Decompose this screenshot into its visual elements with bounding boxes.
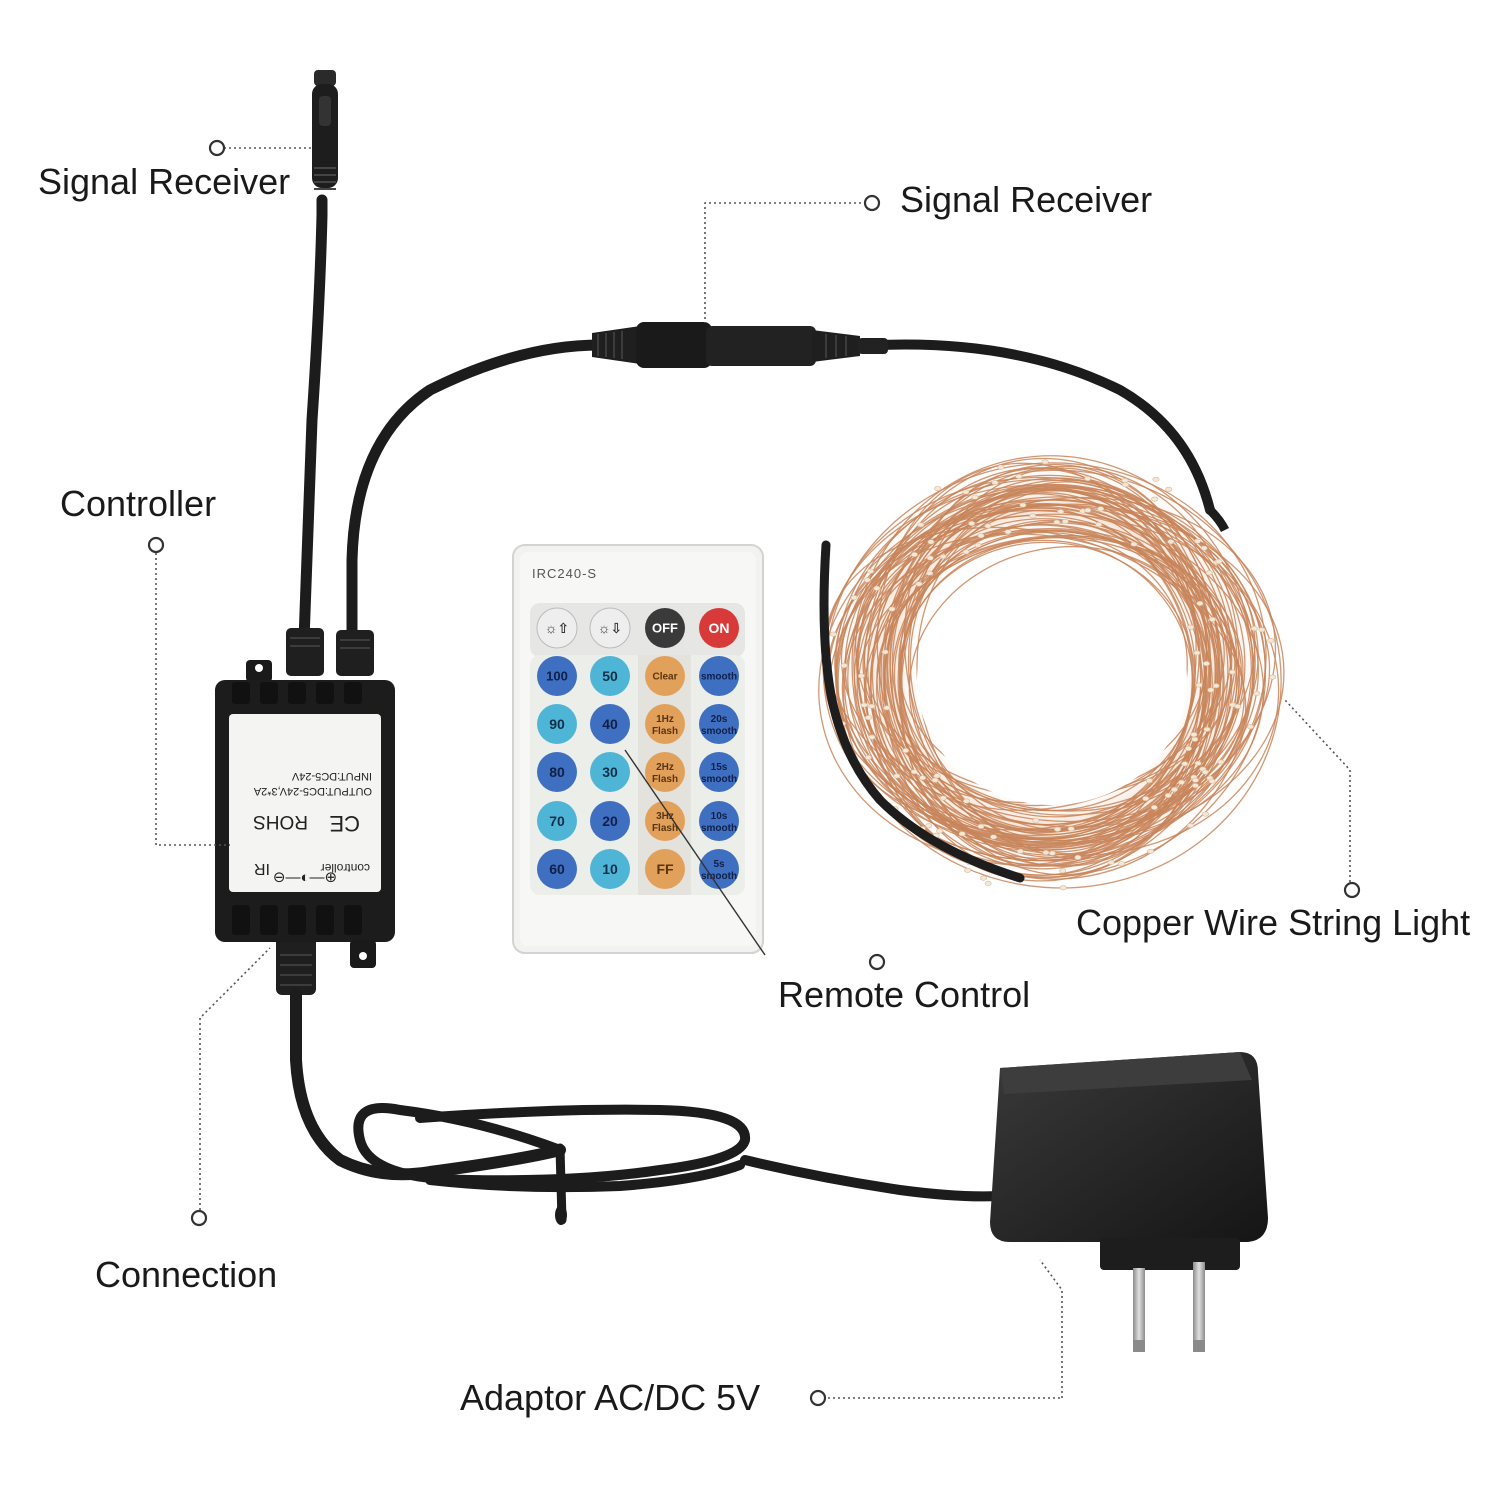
remote-button[interactable] <box>645 849 685 889</box>
remote-button-label: 70 <box>549 813 565 829</box>
remote-button-label: ON <box>709 620 730 636</box>
remote-button-label: 2Hz <box>656 762 674 773</box>
remote-button[interactable] <box>537 849 577 889</box>
label-signal-receiver-left: Signal Receiver <box>38 161 291 202</box>
remote-button-label: smooth <box>701 726 737 737</box>
controller-brand-text: controller <box>321 861 370 875</box>
remote-button[interactable] <box>537 704 577 744</box>
remote-button-label: 100 <box>546 669 568 684</box>
copper-wire-coil <box>818 443 1285 893</box>
remote-button-label: smooth <box>701 672 737 683</box>
cable-ir-receiver <box>298 70 338 646</box>
remote-button-label: Flash <box>652 726 678 737</box>
remote-button[interactable] <box>537 801 577 841</box>
remote-model-text: IRC240-S <box>532 566 597 581</box>
remote-button[interactable] <box>645 704 685 744</box>
remote-button-label: smooth <box>701 871 737 882</box>
remote-button-label: 80 <box>549 764 565 780</box>
label-adaptor: Adaptor AC/DC 5V <box>460 1377 761 1418</box>
remote-button-label: 3Hz <box>656 811 674 822</box>
remote-button-label: 40 <box>602 716 618 732</box>
remote-button-label: 15s <box>711 762 728 773</box>
remote-button[interactable] <box>590 849 630 889</box>
remote-button-label: 50 <box>602 668 618 684</box>
controller-box: controller IR ROHS CE OUTPUT:DC5-24V,3*2… <box>215 628 395 968</box>
callout-dots <box>147 139 1361 1407</box>
remote-button[interactable] <box>699 801 739 841</box>
controller-output-spec: OUTPUT:DC5-24V,3*2A <box>253 785 372 797</box>
remote-button-label: smooth <box>701 774 737 785</box>
remote-button[interactable] <box>589 607 631 649</box>
remote-callout-line <box>624 749 766 956</box>
remote-button-label: ☼⇧ <box>545 620 570 636</box>
remote-control: IRC240-S ☼⇧ ☼⇩ OFF ON 100 50 Clear smooth 90 40 1H… <box>512 544 764 954</box>
controller-input-spec: INPUT:DC5-24V <box>291 770 372 782</box>
remote-button[interactable] <box>590 704 630 744</box>
label-remote-control: Remote Control <box>778 974 1031 1015</box>
remote-button[interactable] <box>590 656 630 696</box>
remote-button-label: OFF <box>652 621 678 636</box>
remote-button-label: 90 <box>549 716 565 732</box>
remote-button-label: 20 <box>602 813 618 829</box>
label-signal-receiver-right: Signal Receiver <box>900 179 1153 220</box>
leader-lines <box>155 147 1351 1399</box>
remote-button[interactable] <box>537 752 577 792</box>
controller-cert-text: ROHS <box>253 811 308 832</box>
remote-button[interactable] <box>699 752 739 792</box>
remote-button[interactable] <box>699 608 739 648</box>
cable-power <box>276 935 1005 1225</box>
label-copper-wire-string-light: Copper Wire String Light <box>1076 902 1471 943</box>
polarity-symbol-icon: ⊖—◐—⊕ <box>273 869 337 886</box>
controller-label-text: controller IR ROHS CE OUTPUT:DC5-24V,3*2… <box>253 770 372 877</box>
controller-type-text: IR <box>254 860 270 877</box>
remote-button[interactable] <box>590 752 630 792</box>
ce-mark-icon: CE <box>329 811 360 836</box>
remote-button-label: smooth <box>701 823 737 834</box>
remote-button[interactable] <box>645 656 685 696</box>
remote-button[interactable] <box>699 704 739 744</box>
remote-button-label: 60 <box>549 861 565 877</box>
remote-button[interactable] <box>645 801 685 841</box>
remote-button[interactable] <box>536 607 578 649</box>
remote-button-label: 5s <box>713 859 725 870</box>
remote-button[interactable] <box>699 656 739 696</box>
remote-button[interactable] <box>645 752 685 792</box>
remote-button[interactable] <box>699 849 739 889</box>
remote-button-label: FF <box>656 861 674 877</box>
label-controller: Controller <box>60 483 217 524</box>
remote-button-label: 10s <box>711 811 728 822</box>
remote-button-label: 30 <box>602 764 618 780</box>
remote-button-label: 10 <box>602 861 618 877</box>
remote-button-label: Flash <box>652 774 678 785</box>
remote-button-label: ☼⇩ <box>598 620 623 636</box>
remote-button[interactable] <box>590 801 630 841</box>
remote-button[interactable] <box>645 608 685 648</box>
remote-button[interactable] <box>537 656 577 696</box>
remote-button-label: 20s <box>711 714 728 725</box>
remote-button-label: Flash <box>652 823 678 834</box>
power-adapter <box>990 1052 1268 1352</box>
remote-button-label: 1Hz <box>656 714 674 725</box>
label-connection: Connection <box>95 1254 278 1295</box>
cable-to-string-light <box>346 322 1215 656</box>
remote-button-label: Clear <box>652 672 677 683</box>
